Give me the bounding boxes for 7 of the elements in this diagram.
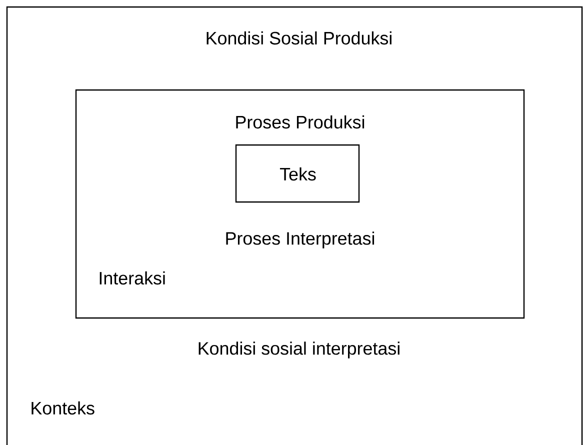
box-label: Konteks [32,401,94,415]
box-label: Interaksi [100,271,165,285]
box-label: Teks [280,167,316,181]
box-label: Kondisi sosial interpretasi [198,342,400,358]
box-label: Kondisi Sosial Produksi [206,31,392,45]
box-label: Proses Interpretasi [226,232,374,248]
box-label: Proses Produksi [236,115,364,129]
